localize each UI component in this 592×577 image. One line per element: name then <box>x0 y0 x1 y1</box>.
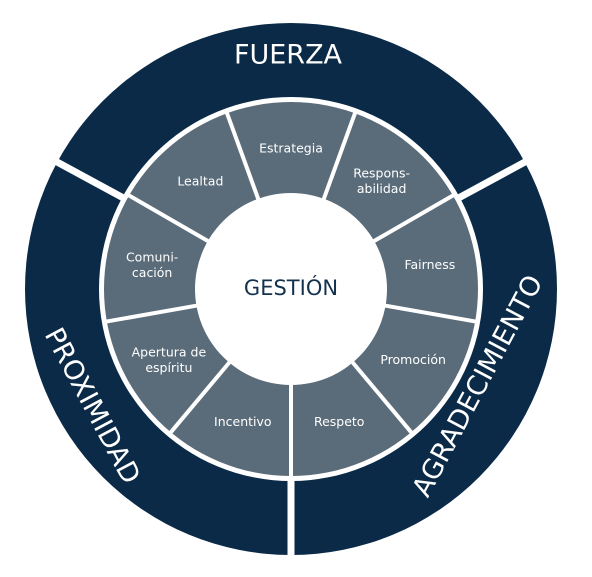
center-circle <box>195 193 387 385</box>
inner-separator <box>321 110 358 202</box>
inner-label-comunicacion: Comuni-cación <box>126 249 178 280</box>
inner-separator <box>126 192 211 244</box>
inner-label-estrategia: Estrategia <box>259 141 323 156</box>
inner-separator <box>167 359 233 436</box>
center-label: GESTIÓN <box>244 275 338 300</box>
inner-label-line: Incentivo <box>214 414 272 429</box>
inner-separator <box>104 303 199 324</box>
inner-label-line: Estrategia <box>259 141 323 156</box>
inner-label-responsabilidad: Respons-abilidad <box>353 166 410 197</box>
inner-label-incentivo: Incentivo <box>214 414 272 429</box>
inner-label-promocion: Promoción <box>380 352 446 367</box>
inner-separator <box>349 359 415 436</box>
inner-label-line: abilidad <box>357 181 407 196</box>
outer-separator-right <box>456 157 530 202</box>
inner-label-line: Promoción <box>380 352 446 367</box>
outer-label-fuerza: FUERZA <box>234 40 343 71</box>
center-group: GESTIÓN <box>195 193 387 385</box>
inner-label-line: Respons- <box>353 166 410 181</box>
inner-separator <box>224 110 261 202</box>
inner-label-line: Comuni- <box>126 249 178 264</box>
inner-label-line: cación <box>132 265 172 280</box>
inner-label-line: Fairness <box>404 257 455 272</box>
inner-separator <box>383 303 478 324</box>
inner-label-fairness: Fairness <box>404 257 455 272</box>
inner-label-line: espíritu <box>145 360 192 375</box>
inner-label-line: Apertura de <box>132 344 207 359</box>
inner-label-respeto: Respeto <box>314 414 365 429</box>
outer-separator-left <box>52 157 126 202</box>
inner-label-line: Respeto <box>314 414 365 429</box>
inner-label-lealtad: Lealtad <box>177 173 223 188</box>
inner-label-line: Lealtad <box>177 173 223 188</box>
inner-separator <box>371 192 456 244</box>
